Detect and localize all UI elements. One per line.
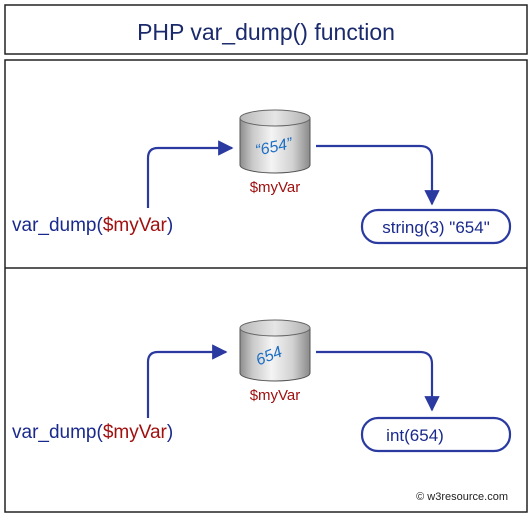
call-function: var_dump(	[12, 215, 103, 236]
output-box: string(3) "654"	[360, 208, 512, 245]
call-argument: $myVar	[103, 215, 168, 236]
variable-cylinder: “654”	[239, 109, 311, 174]
output-arrow	[316, 350, 440, 412]
call-close: )	[167, 422, 173, 443]
call-close: )	[167, 215, 173, 236]
footer-credit: © w3resource.com	[416, 491, 508, 503]
var-dump-call: var_dump($myVar)	[12, 422, 173, 443]
variable-cylinder: 654	[239, 319, 311, 382]
var-dump-call: var_dump($myVar)	[12, 215, 173, 236]
input-arrow	[146, 140, 234, 208]
output-value: string(3) "654"	[382, 218, 490, 237]
output-box: int(654)	[360, 416, 512, 453]
input-arrow	[146, 344, 228, 418]
panel-string: “654” $myVar var_dump($myVar) string(3) …	[12, 109, 512, 245]
panel-int: 654 $myVar var_dump($myVar) int(654)	[12, 319, 512, 453]
output-arrow	[316, 144, 440, 206]
diagram-title: PHP var_dump() function	[137, 19, 395, 45]
output-value: int(654)	[386, 426, 444, 445]
variable-name-label: $myVar	[250, 387, 301, 404]
call-function: var_dump(	[12, 422, 103, 443]
title-box: PHP var_dump() function	[4, 4, 528, 55]
call-argument: $myVar	[103, 422, 168, 443]
variable-name-label: $myVar	[250, 179, 301, 196]
